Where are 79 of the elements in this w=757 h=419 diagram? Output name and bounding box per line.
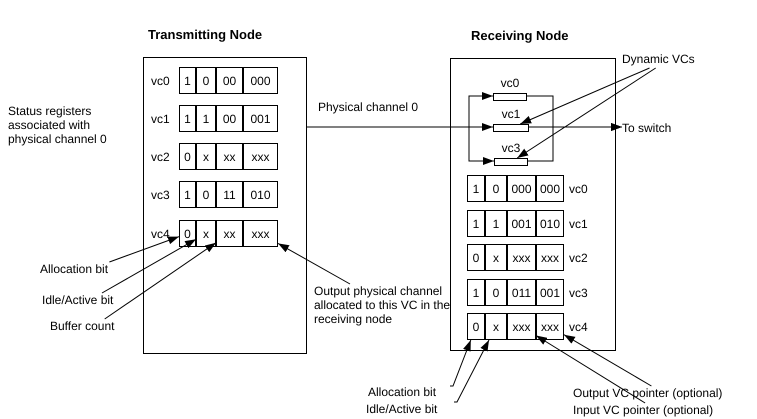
register-cell: 0 xyxy=(467,244,485,271)
register-cell: xxx xyxy=(536,244,564,271)
register-cell: 0 xyxy=(179,143,196,170)
buffer-label: vc1 xyxy=(502,107,520,121)
callout-label: Output physical channel allocated to this VC in the receiving node xyxy=(314,284,464,328)
register-label: vc0 xyxy=(151,74,170,88)
register-cell: 1 xyxy=(179,67,196,94)
leader-line xyxy=(102,238,196,294)
register-cell: xxx xyxy=(243,220,278,247)
register-cell: xxx xyxy=(536,313,564,340)
register-cell: 0 xyxy=(485,279,507,306)
register-cell: xx xyxy=(216,220,243,247)
register-cell: 1 xyxy=(467,279,485,306)
callout-label: Idle/Active bit xyxy=(42,293,134,309)
register-cell: 000 xyxy=(507,175,536,202)
register-cell: 011 xyxy=(507,279,536,306)
register-cell: 1 xyxy=(467,175,485,202)
register-cell: xx xyxy=(216,143,243,170)
register-cell: 1 xyxy=(179,105,196,132)
register-cell: xxx xyxy=(507,244,536,271)
register-cell: x xyxy=(485,313,507,340)
register-cell: 0 xyxy=(196,181,216,208)
callout-label: Allocation bit xyxy=(368,385,450,401)
register-cell: xxx xyxy=(243,143,278,170)
register-cell: 0 xyxy=(179,220,196,247)
register-cell: 001 xyxy=(507,210,536,237)
node-heading: Transmitting Node xyxy=(148,28,262,42)
register-label: vc3 xyxy=(569,286,588,300)
register-label: vc2 xyxy=(151,150,170,164)
register-label: vc3 xyxy=(151,188,170,202)
node-heading: Receiving Node xyxy=(471,29,569,43)
register-cell: 1 xyxy=(179,181,196,208)
register-label: vc4 xyxy=(151,227,170,241)
note-text: Status registers associated with physical channel 0 xyxy=(8,104,108,146)
register-cell: xxx xyxy=(507,313,536,340)
leader-line xyxy=(108,236,180,262)
leader-line xyxy=(278,242,350,284)
register-cell: 010 xyxy=(536,210,564,237)
leader-line xyxy=(104,242,216,320)
register-cell: 00 xyxy=(216,67,243,94)
register-label: vc0 xyxy=(569,182,588,196)
leader-line xyxy=(516,68,656,158)
callout-label: To switch xyxy=(622,121,684,137)
leader-line xyxy=(450,340,472,386)
register-cell: 001 xyxy=(243,105,278,132)
callout-label: Idle/Active bit xyxy=(366,402,454,418)
buffer-label: vc0 xyxy=(500,76,520,90)
leader-line xyxy=(564,334,652,386)
register-label: vc4 xyxy=(569,320,588,334)
register-label: vc1 xyxy=(151,112,170,126)
register-cell: 0 xyxy=(485,175,507,202)
register-cell: x xyxy=(196,220,216,247)
callout-label: Allocation bit xyxy=(40,262,135,278)
callout-label: Buffer count xyxy=(50,319,136,335)
leader-line xyxy=(536,335,646,404)
register-cell: 1 xyxy=(485,210,507,237)
callout-label: Dynamic VCs xyxy=(622,52,714,68)
register-cell: 000 xyxy=(536,175,564,202)
register-cell: 0 xyxy=(467,313,485,340)
arrow xyxy=(306,126,494,165)
register-cell: x xyxy=(485,244,507,271)
register-cell: 1 xyxy=(196,105,216,132)
callout-label: Input VC pointer (optional) xyxy=(573,403,743,419)
register-cell: 00 xyxy=(216,105,243,132)
register-cell: 0 xyxy=(196,67,216,94)
register-cell: x xyxy=(196,143,216,170)
register-cell: 1 xyxy=(467,210,485,237)
register-cell: 000 xyxy=(243,67,278,94)
register-cell: 001 xyxy=(536,279,564,306)
edge-label: Physical channel 0 xyxy=(318,100,418,114)
register-cell: 11 xyxy=(216,181,243,208)
register-label: vc2 xyxy=(569,251,588,265)
leader-line xyxy=(520,68,650,124)
leader-line xyxy=(454,340,490,402)
arrow xyxy=(528,123,622,162)
callout-label: Output VC pointer (optional) xyxy=(573,386,757,402)
buffer-label: vc3 xyxy=(502,141,520,155)
register-label: vc1 xyxy=(569,217,588,231)
register-cell: 010 xyxy=(243,181,278,208)
